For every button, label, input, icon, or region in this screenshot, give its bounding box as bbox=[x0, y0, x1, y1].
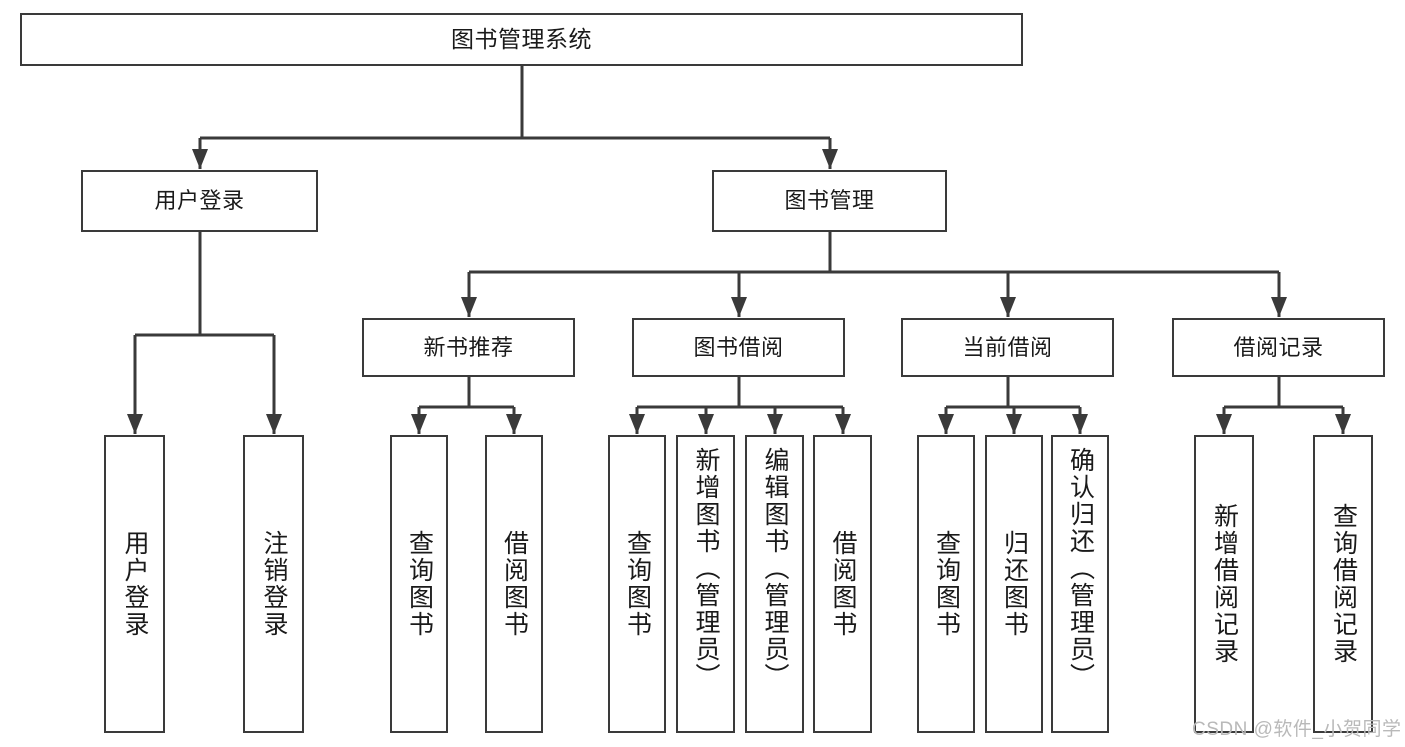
arrow-head-icon bbox=[822, 149, 838, 169]
node-l-bor-4[interactable]: 借阅图书 bbox=[813, 435, 872, 733]
node-label: 用户登录 bbox=[154, 188, 245, 214]
node-l-new-2[interactable]: 借阅图书 bbox=[485, 435, 543, 733]
arrow-head-icon bbox=[192, 149, 208, 169]
arrow-head-icon bbox=[1006, 414, 1022, 434]
node-l-bor-2[interactable]: 新增图书（管理员） bbox=[676, 435, 735, 733]
node-l-new-1[interactable]: 查询图书 bbox=[390, 435, 448, 733]
arrow-head-icon bbox=[1072, 414, 1088, 434]
arrow-head-icon bbox=[411, 414, 427, 434]
arrow-head-icon bbox=[1271, 297, 1287, 317]
arrow-head-icon bbox=[1216, 414, 1232, 434]
arrow-head-icon bbox=[506, 414, 522, 434]
node-l-rec-1[interactable]: 新增借阅记录 bbox=[1194, 435, 1254, 733]
arrow-head-icon bbox=[938, 414, 954, 434]
node-label: 归还图书 bbox=[1000, 530, 1029, 638]
node-label: 用户登录 bbox=[121, 530, 149, 638]
node-l-cur-3[interactable]: 确认归还（管理员） bbox=[1051, 435, 1109, 733]
node-l-cur-1[interactable]: 查询图书 bbox=[917, 435, 975, 733]
node-l-bor-3[interactable]: 编辑图书（管理员） bbox=[745, 435, 804, 733]
arrow-head-icon bbox=[835, 414, 851, 434]
node-label: 借阅记录 bbox=[1233, 334, 1324, 360]
node-l-cur-2[interactable]: 归还图书 bbox=[985, 435, 1043, 733]
node-label: 借阅图书 bbox=[829, 530, 857, 638]
arrow-head-icon bbox=[127, 414, 143, 434]
arrow-head-icon bbox=[1000, 297, 1016, 317]
node-n-new[interactable]: 新书推荐 bbox=[362, 318, 575, 377]
arrow-head-icon bbox=[731, 297, 747, 317]
node-label: 图书管理系统 bbox=[451, 25, 592, 52]
node-l-bor-1[interactable]: 查询图书 bbox=[608, 435, 666, 733]
watermark-label: CSDN @软件_小贺同学 bbox=[1192, 719, 1402, 740]
arrow-head-icon bbox=[698, 414, 714, 434]
node-label: 图书借阅 bbox=[693, 334, 784, 360]
node-label: 注销登录 bbox=[260, 530, 288, 638]
node-label: 查询图书 bbox=[405, 530, 434, 638]
node-label: 新书推荐 bbox=[423, 334, 514, 360]
arrow-head-icon bbox=[461, 297, 477, 317]
node-label: 编辑图书（管理员） bbox=[761, 447, 789, 690]
node-n-borrow[interactable]: 图书借阅 bbox=[632, 318, 845, 377]
node-n-books[interactable]: 图书管理 bbox=[712, 170, 947, 232]
arrow-head-icon bbox=[266, 414, 282, 434]
node-l-rec-2[interactable]: 查询借阅记录 bbox=[1313, 435, 1373, 733]
arrow-head-icon bbox=[1335, 414, 1351, 434]
node-n-rec[interactable]: 借阅记录 bbox=[1172, 318, 1385, 377]
node-label: 借阅图书 bbox=[500, 530, 529, 638]
node-n-login[interactable]: 用户登录 bbox=[81, 170, 318, 232]
node-root[interactable]: 图书管理系统 bbox=[20, 13, 1023, 66]
node-label: 新增图书（管理员） bbox=[692, 447, 720, 690]
node-l-login-1[interactable]: 用户登录 bbox=[104, 435, 165, 733]
node-label: 查询图书 bbox=[932, 530, 961, 638]
node-label: 查询借阅记录 bbox=[1329, 503, 1358, 665]
node-l-login-2[interactable]: 注销登录 bbox=[243, 435, 304, 733]
node-label: 图书管理 bbox=[784, 188, 875, 214]
node-n-cur[interactable]: 当前借阅 bbox=[901, 318, 1114, 377]
node-label: 查询图书 bbox=[623, 530, 652, 638]
node-label: 当前借阅 bbox=[962, 334, 1053, 360]
node-label: 确认归还（管理员） bbox=[1066, 447, 1095, 690]
node-label: 新增借阅记录 bbox=[1210, 503, 1239, 665]
arrow-head-icon bbox=[767, 414, 783, 434]
arrow-head-icon bbox=[629, 414, 645, 434]
